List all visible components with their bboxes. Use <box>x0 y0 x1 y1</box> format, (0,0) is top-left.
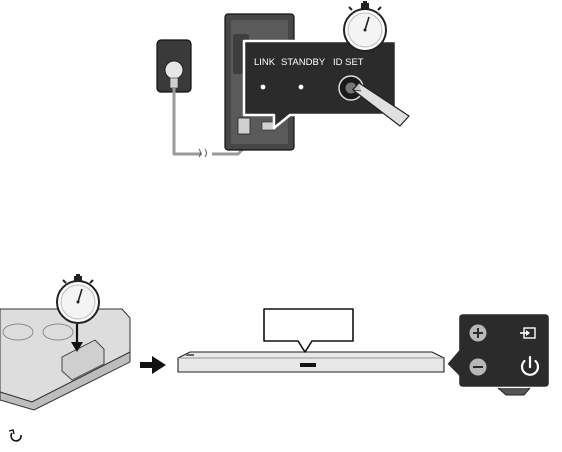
id-set-label: ID SET <box>333 57 364 68</box>
arrow-right-icon <box>140 356 166 374</box>
top-illustration: LINK STANDBY ID SET <box>156 1 410 158</box>
volume-down-button[interactable] <box>469 358 487 376</box>
press-arrow-icon <box>71 324 83 352</box>
link-indicator <box>260 84 266 90</box>
display-callout <box>263 308 354 353</box>
cable-break-mark <box>198 148 207 158</box>
source-button[interactable] <box>520 327 536 339</box>
standby-label: STANDBY <box>281 57 326 68</box>
soundbar-display-led <box>300 363 316 367</box>
standby-indicator <box>298 84 304 90</box>
link-label: LINK <box>254 57 276 68</box>
refresh-icon <box>8 429 22 442</box>
wall-outlet <box>156 39 192 93</box>
bottom-illustration <box>0 274 552 411</box>
power-button[interactable] <box>520 355 540 376</box>
subwoofer-top <box>0 308 131 411</box>
soundbar <box>177 351 445 373</box>
volume-up-button[interactable] <box>469 324 487 342</box>
callout-bubble <box>242 39 398 130</box>
pen-icon <box>352 82 410 127</box>
button-panel-callout <box>444 311 552 396</box>
stopwatch-icon <box>343 1 387 52</box>
stopwatch-icon <box>56 274 100 324</box>
